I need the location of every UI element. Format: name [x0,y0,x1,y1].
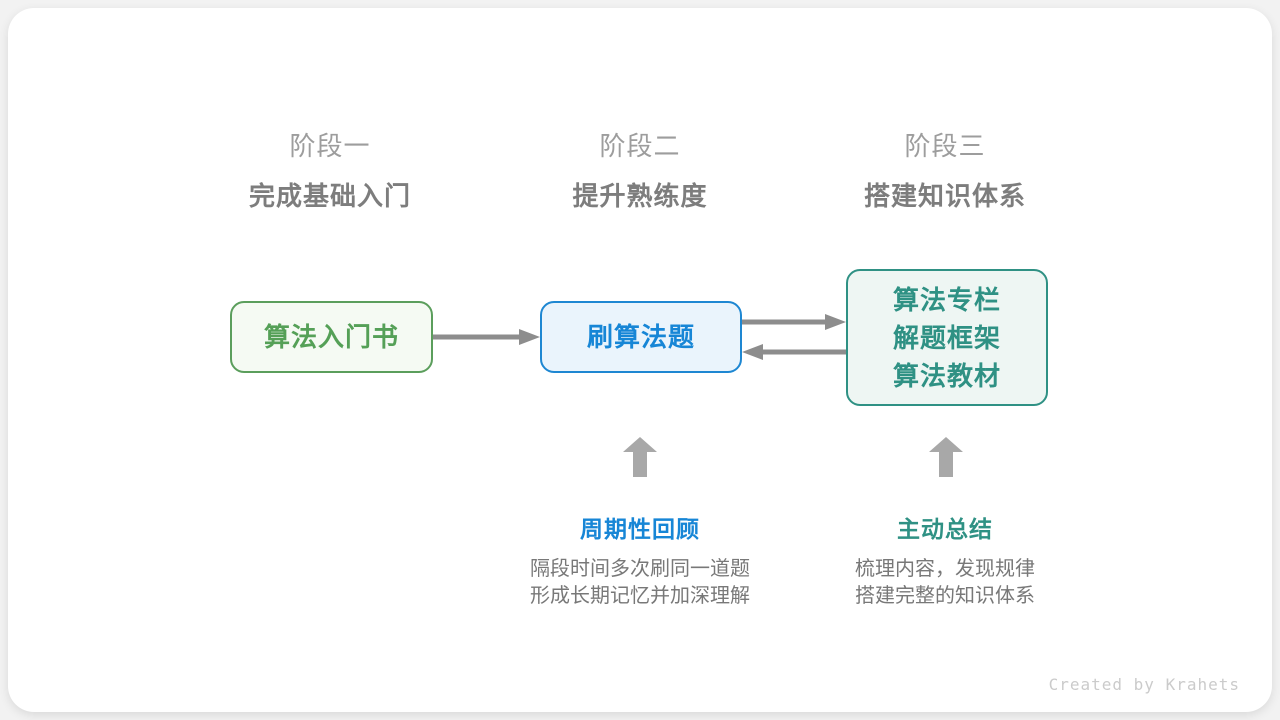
footer-credit: Created by Krahets [1048,675,1240,694]
annotation-active-summary-title: 主动总结 [897,516,993,542]
node-knowledge-line-3: 算法教材 [892,360,1001,391]
stage-2-subtitle: 提升熟练度 [572,181,708,211]
annotation-periodic-review-desc-line-2: 形成长期记忆并加深理解 [530,585,750,607]
stage-1-subtitle: 完成基础入门 [248,181,411,211]
node-knowledge-resources: 算法专栏 解题框架 算法教材 [846,269,1048,406]
annotation-active-summary-desc: 梳理内容，发现规律 搭建完整的知识体系 [775,556,1115,610]
node-practice-problems: 刷算法题 [540,301,742,373]
annotation-active-summary-desc-line-1: 梳理内容，发现规律 [855,558,1035,580]
arrow-right-icon [433,329,540,345]
node-practice-problems-title: 刷算法题 [586,322,695,352]
node-intro-book: 算法入门书 [230,301,433,373]
node-intro-book-title: 算法入门书 [263,322,399,352]
annotation-periodic-review-desc: 隔段时间多次刷同一道题 形成长期记忆并加深理解 [470,556,810,610]
annotation-active-summary-desc-line-2: 搭建完整的知识体系 [855,585,1035,607]
stage-2-label: 阶段二 [599,131,681,161]
node-knowledge-line-1: 算法专栏 [892,284,1001,315]
arrow-up-icon [623,437,657,477]
annotation-periodic-review-desc-line-1: 隔段时间多次刷同一道题 [530,558,750,580]
stage-1-label: 阶段一 [289,131,371,161]
node-knowledge-line-2: 解题框架 [892,322,1001,353]
stage-3-subtitle: 搭建知识体系 [863,181,1026,211]
arrow-left-icon [742,344,846,360]
arrow-right-icon [742,314,846,330]
arrow-up-icon [929,437,963,477]
annotation-periodic-review-title: 周期性回顾 [580,516,700,542]
stage-3-label: 阶段三 [904,131,986,161]
